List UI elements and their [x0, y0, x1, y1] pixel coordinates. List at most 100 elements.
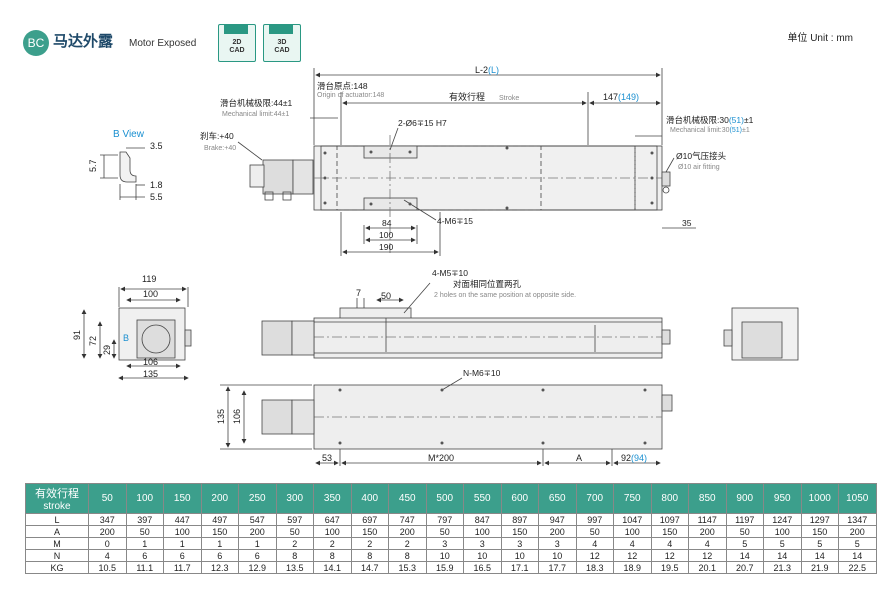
table-cell: 50 [275, 525, 314, 538]
bv2-dim-53: 53 [322, 453, 332, 463]
table-cell: 22.5 [838, 561, 877, 574]
ev-dim-72: 72 [88, 336, 98, 346]
table-cell: 12.9 [238, 561, 277, 574]
table-cell: 397 [125, 513, 164, 526]
bv2-dim-92: 92(94) [621, 453, 647, 463]
stroke-col-header: 350 [313, 483, 352, 514]
b-view [100, 147, 145, 200]
floppy-icon [224, 25, 248, 34]
table-cell: 15.9 [425, 561, 464, 574]
title-cn: 马达外露 [53, 32, 114, 50]
origin-cn: 滑台原点:148 [317, 81, 368, 91]
note-cn: 对面相同位置两孔 [453, 279, 522, 289]
table-cell: 18.3 [575, 561, 614, 574]
ev-dim-119: 119 [142, 274, 156, 284]
dim-147: 147(149) [603, 92, 639, 102]
stroke-cn: 有效行程 [449, 91, 485, 102]
m5-label: 4-M5∓10 [432, 268, 468, 278]
stroke-col-header: 1050 [838, 483, 877, 514]
origin-en: Origin of actuator:148 [317, 92, 384, 99]
stroke-col-header: 500 [425, 483, 464, 514]
table-cell: 18.9 [613, 561, 652, 574]
table-cell: 897 [500, 513, 539, 526]
table-cell: 1297 [800, 513, 839, 526]
title-en: Motor Exposed [129, 38, 197, 49]
table-cell: 12 [688, 549, 727, 562]
row-label: KG [25, 561, 89, 574]
stroke-col-header: 900 [725, 483, 764, 514]
floppy-icon [269, 25, 293, 34]
table-cell: 2 [275, 537, 314, 550]
table-cell: 1347 [838, 513, 877, 526]
table-cell: 100 [763, 525, 802, 538]
dim-l: L-2(L) [475, 65, 499, 75]
stroke-col-header: 300 [275, 483, 314, 514]
stroke-col-header: 450 [388, 483, 427, 514]
table-cell: 100 [313, 525, 352, 538]
table-cell: 14 [838, 549, 877, 562]
stroke-col-header: 650 [538, 483, 577, 514]
row-label: L [25, 513, 89, 526]
dim-100: 100 [379, 230, 393, 240]
table-cell: 150 [350, 525, 389, 538]
table-cell: 12 [575, 549, 614, 562]
table-cell: 797 [425, 513, 464, 526]
row-label: M [25, 537, 89, 550]
bv-dim-35: 3.5 [150, 141, 163, 151]
end-view-right [723, 307, 799, 361]
cad-3d-l2: CAD [274, 47, 290, 54]
stroke-col-header: 1000 [800, 483, 839, 514]
sv-dim-50: 50 [381, 291, 391, 301]
table-cell: 16.5 [463, 561, 502, 574]
table-cell: 3 [463, 537, 502, 550]
table-cell: 1247 [763, 513, 802, 526]
cad-2d-l1: 2D [232, 39, 242, 46]
cad-2d-l2: CAD [229, 47, 245, 54]
table-cell: 12 [613, 549, 652, 562]
table-cell: 5 [838, 537, 877, 550]
table-cell: 3 [425, 537, 464, 550]
table-cell: 19.5 [650, 561, 689, 574]
stroke-en: Stroke [499, 95, 519, 102]
stroke-col-header: 850 [688, 483, 727, 514]
air-en: Ø10 air fitting [678, 164, 720, 171]
stroke-col-header: 600 [500, 483, 539, 514]
row-label: N [25, 549, 89, 562]
ev-dim-29: 29 [102, 345, 112, 355]
table-cell: 200 [838, 525, 877, 538]
stroke-header-cn: 有效行程 [35, 488, 79, 500]
table-cell: 150 [500, 525, 539, 538]
table-cell: 17.1 [500, 561, 539, 574]
table-cell: 847 [463, 513, 502, 526]
table-cell: 150 [200, 525, 239, 538]
stroke-col-header: 950 [763, 483, 802, 514]
table-cell: 2 [388, 537, 427, 550]
table-cell: 0 [88, 537, 127, 550]
table-cell: 5 [763, 537, 802, 550]
table-cell: 10 [463, 549, 502, 562]
table-cell: 13.5 [275, 561, 314, 574]
table-cell: 8 [275, 549, 314, 562]
table-cell: 4 [688, 537, 727, 550]
table-cell: 647 [313, 513, 352, 526]
stroke-col-header: 700 [575, 483, 614, 514]
note-en: 2 holes on the same position at opposite… [434, 292, 576, 299]
table-cell: 12.3 [200, 561, 239, 574]
b-view-title: B View [113, 129, 145, 140]
top-view [237, 68, 696, 256]
table-cell: 5 [725, 537, 764, 550]
table-cell: 10 [425, 549, 464, 562]
side-view [261, 282, 671, 359]
table-cell: 6 [125, 549, 164, 562]
table-cell: 12 [650, 549, 689, 562]
table-cell: 347 [88, 513, 127, 526]
ev-dim-91: 91 [72, 330, 82, 340]
bv-dim-18: 1.8 [150, 180, 163, 190]
table-cell: 2 [350, 537, 389, 550]
